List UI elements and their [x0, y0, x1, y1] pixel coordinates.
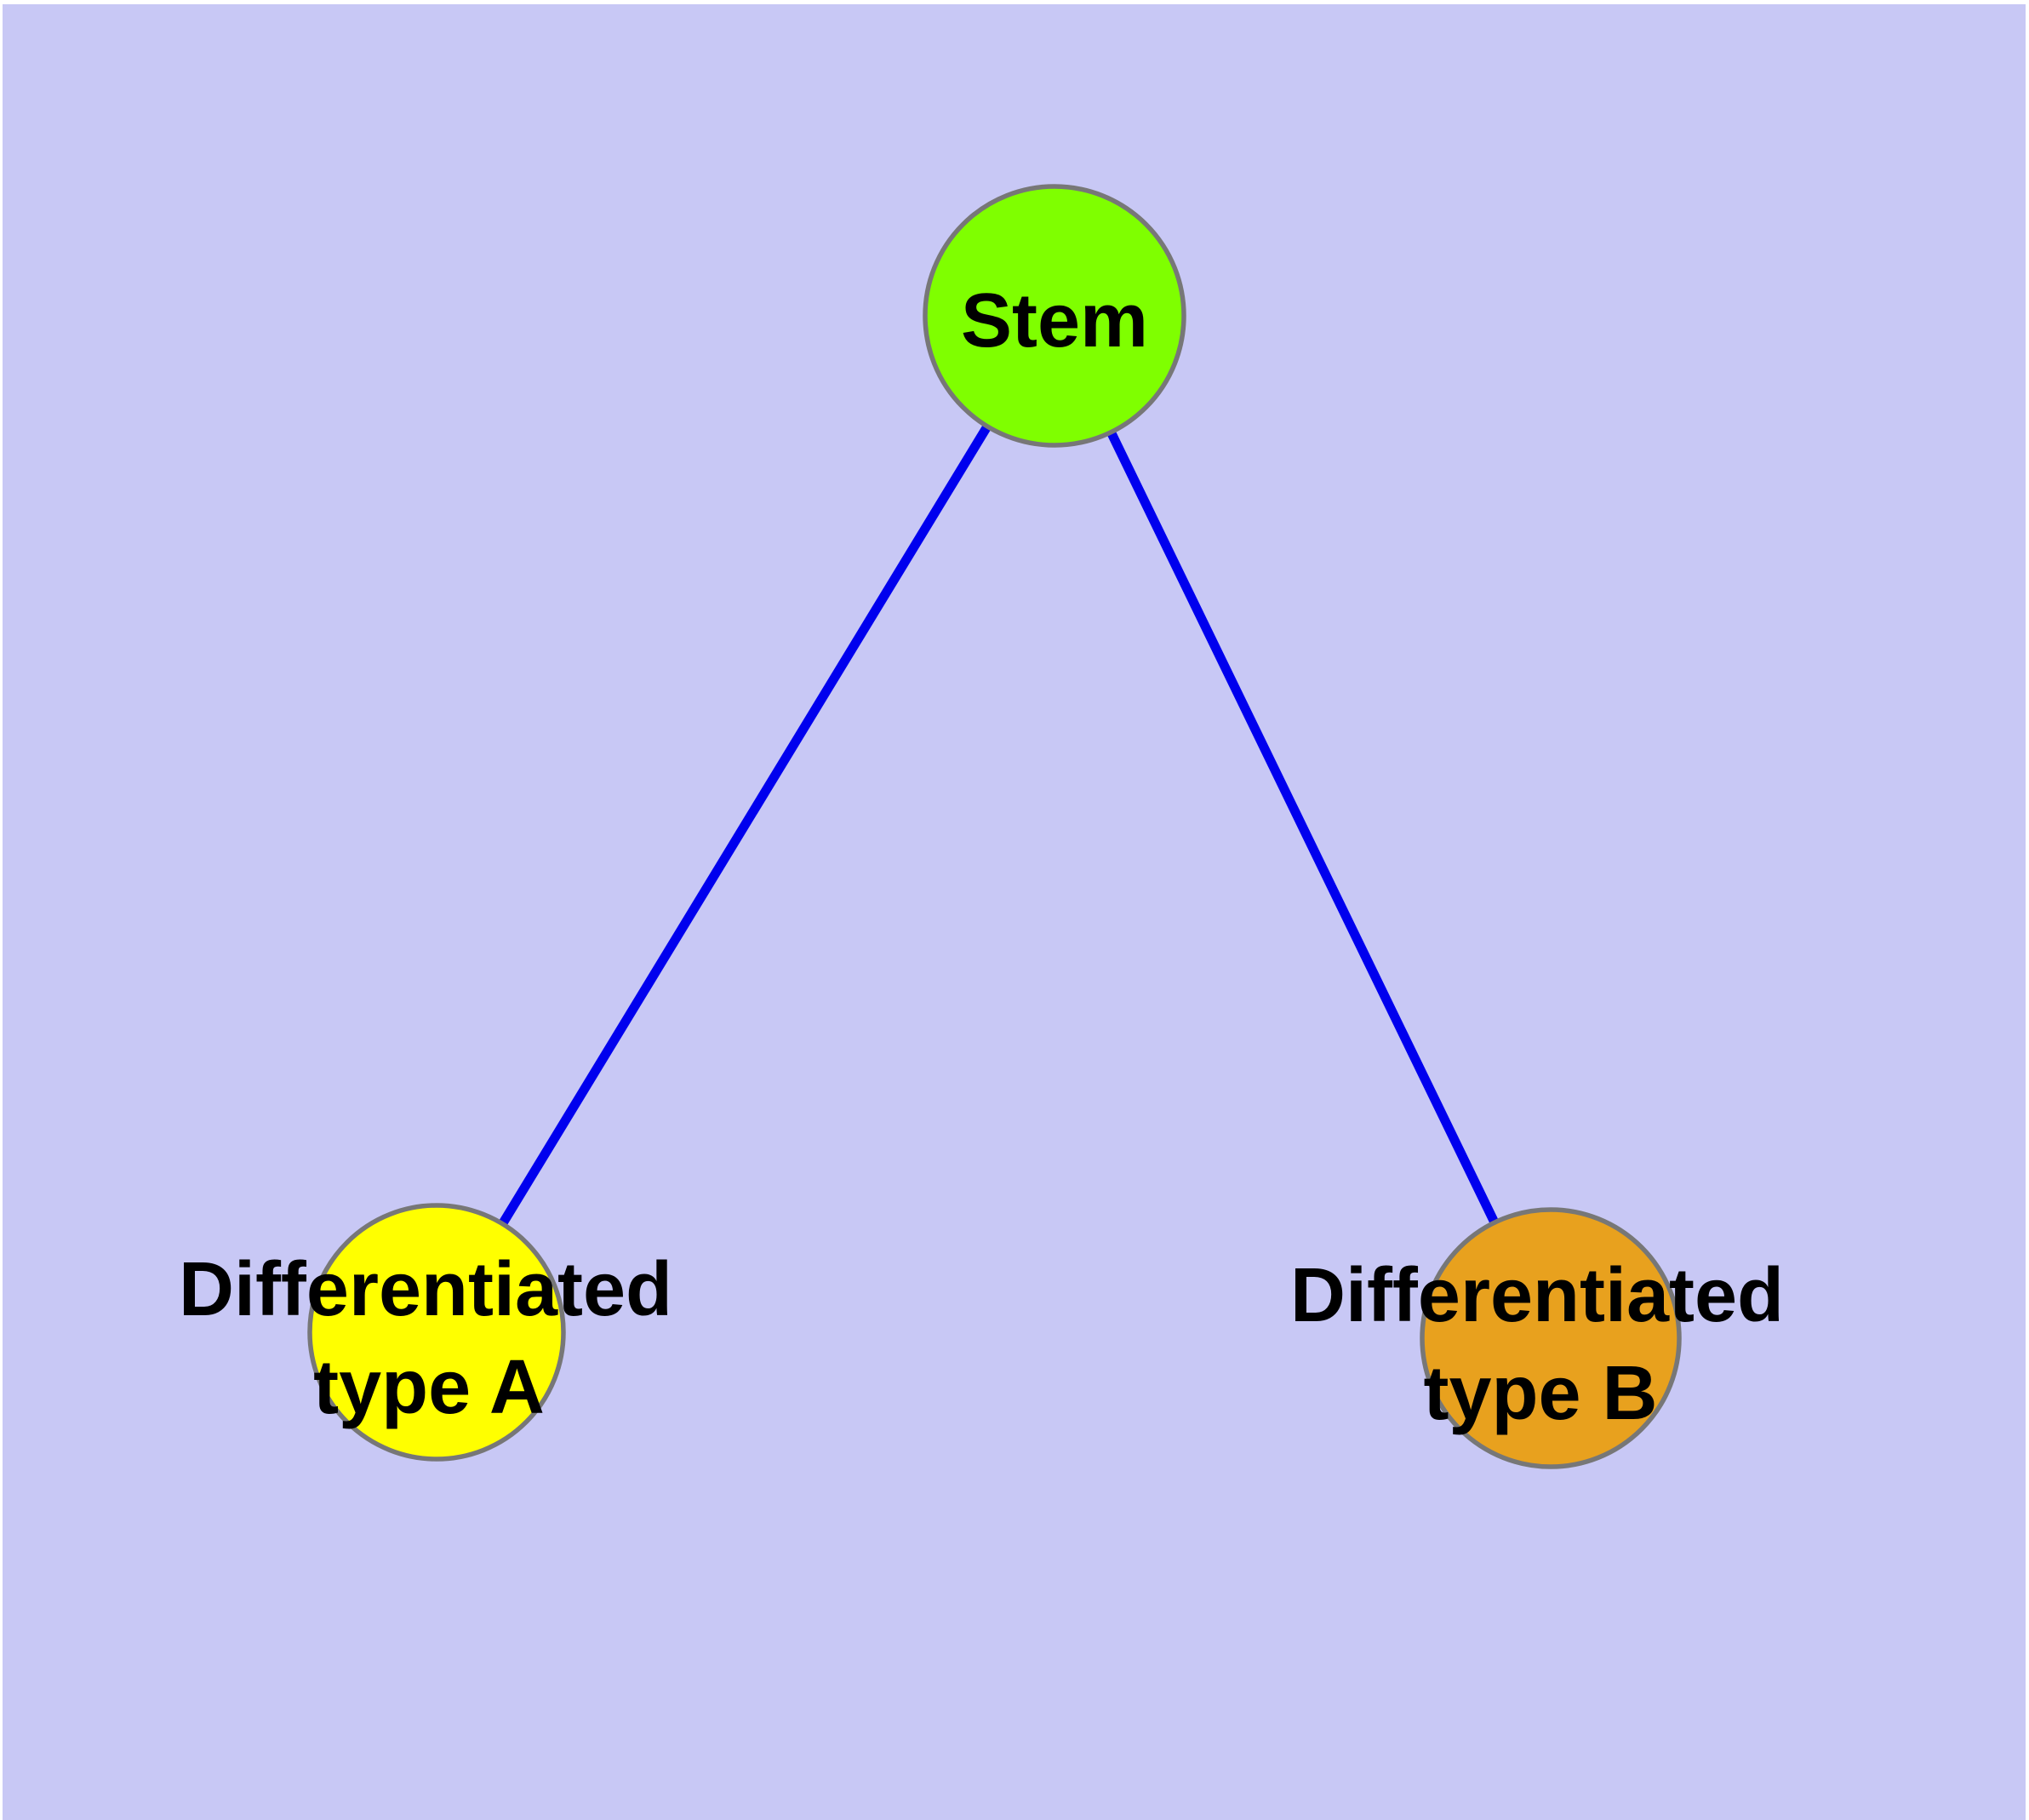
node-stem [923, 184, 1186, 448]
node-labels: Stem Differentiated type A Differentiate… [179, 278, 1784, 1436]
edge-stem-to-type-b [1050, 313, 1555, 1341]
node-type-a-label-line2: type A [313, 1345, 545, 1430]
node-stem-label: Stem [961, 278, 1148, 363]
edges [432, 313, 1555, 1341]
node-type-a-label-line1: Differentiated [179, 1247, 672, 1332]
nodes [307, 184, 1682, 1469]
node-type-b-label-line1: Differentiated [1290, 1253, 1784, 1338]
node-differentiated-type-b [1420, 1207, 1682, 1469]
edge-stem-to-type-a [432, 313, 1059, 1335]
node-type-b-label-line2: type B [1423, 1351, 1657, 1436]
node-differentiated-type-a [307, 1203, 566, 1462]
